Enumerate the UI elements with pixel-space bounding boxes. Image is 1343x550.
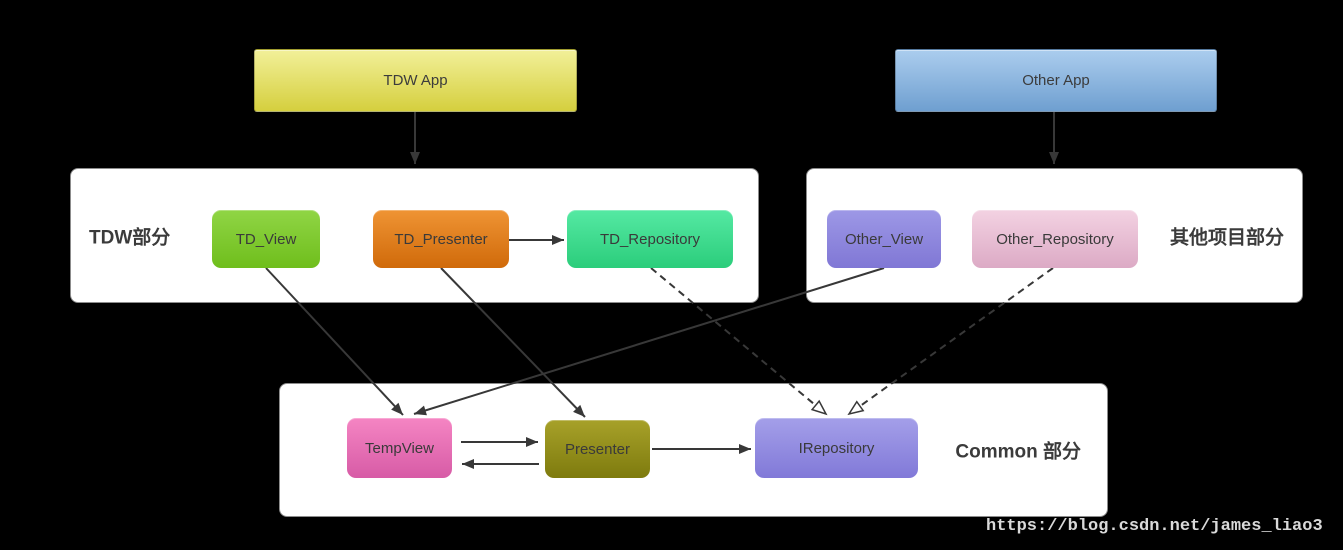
node-other-view: Other_View [827, 210, 941, 268]
node-other-repository-label: Other_Repository [996, 230, 1114, 248]
node-td-view-label: TD_View [235, 230, 297, 248]
watermark-url: https://blog.csdn.net/james_liao3 [986, 517, 1323, 536]
node-other-repository: Other_Repository [972, 210, 1138, 268]
node-td-repository: TD_Repository [567, 210, 733, 268]
node-td-presenter: TD_Presenter [373, 210, 509, 268]
node-tdw-app-label: TDW App [383, 72, 448, 89]
node-tempview-label: TempView [365, 439, 434, 457]
node-tdw-app: TDW App [254, 49, 577, 112]
node-irepository: IRepository [755, 418, 918, 478]
node-td-repository-label: TD_Repository [599, 230, 701, 248]
node-irepository-label: IRepository [798, 439, 875, 457]
node-td-view: TD_View [212, 210, 320, 268]
node-td-presenter-label: TD_Presenter [394, 230, 488, 248]
node-tempview: TempView [347, 418, 452, 478]
section-common-label: Common 部分 [955, 441, 1081, 463]
section-tdw-label: TDW部分 [89, 227, 171, 248]
section-other-label: 其他项目部分 [1169, 227, 1284, 248]
node-presenter: Presenter [545, 420, 650, 478]
node-other-view-label: Other_View [844, 230, 924, 248]
node-presenter-label: Presenter [564, 440, 631, 458]
node-other-app-label: Other App [1022, 72, 1090, 89]
node-other-app: Other App [895, 49, 1217, 112]
